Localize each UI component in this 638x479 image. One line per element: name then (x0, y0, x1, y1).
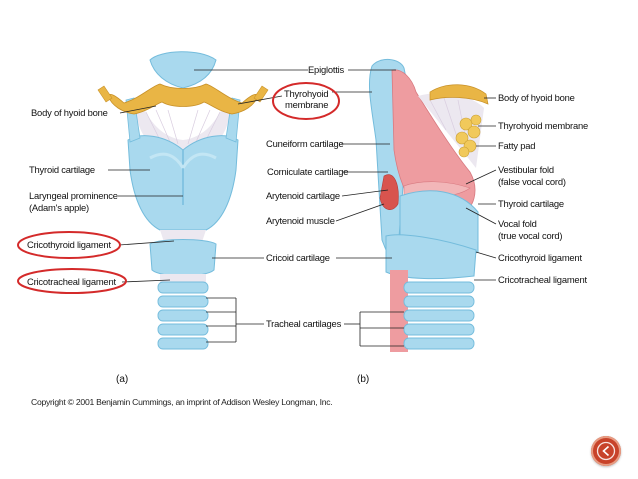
label-thyrohyoid-membrane-b: Thyrohyoid membrane (498, 120, 588, 131)
label-thyrohyoid-membrane-line1: Thyrohyoid (284, 88, 329, 99)
label-laryngeal-prominence-line2: (Adam's apple) (29, 202, 89, 213)
label-cricotracheal-ligament-b: Cricotracheal ligament (498, 274, 587, 285)
panel-b-larynx (368, 59, 489, 352)
label-corniculate-cartilage: Corniculate cartilage (267, 166, 349, 177)
label-cricotracheal-ligament-a: Cricotracheal ligament (27, 276, 116, 287)
label-arytenoid-muscle: Arytenoid muscle (266, 215, 335, 226)
label-tracheal-cartilages: Tracheal cartilages (266, 318, 342, 329)
label-laryngeal-prominence-line1: Laryngeal prominence (29, 190, 118, 201)
label-thyroid-cartilage-a: Thyroid cartilage (29, 164, 95, 175)
label-body-of-hyoid-bone-b: Body of hyoid bone (498, 92, 575, 103)
previous-slide-button[interactable] (591, 436, 621, 466)
label-vestibular-fold-line1: Vestibular fold (498, 164, 554, 175)
label-vestibular-fold-line2: (false vocal cord) (498, 176, 566, 187)
label-cricothyroid-ligament-b: Cricothyroid ligament (498, 252, 582, 263)
panel-a-caption: (a) (116, 374, 129, 385)
copyright-text: Copyright © 2001 Benjamin Cummings, an i… (31, 397, 333, 407)
leader-lines (108, 69, 497, 347)
label-cricothyroid-ligament-a: Cricothyroid ligament (27, 239, 111, 250)
label-epiglottis: Epiglottis (308, 64, 345, 75)
label-vocal-fold-line1: Vocal fold (498, 218, 537, 229)
label-cricoid-cartilage: Cricoid cartilage (266, 252, 330, 263)
label-thyrohyoid-membrane-line2: membrane (285, 99, 329, 110)
arrow-left-icon (596, 441, 616, 461)
panel-a-larynx (97, 51, 269, 350)
panel-b-caption: (b) (357, 374, 370, 385)
label-arytenoid-cartilage: Arytenoid cartilage (266, 190, 340, 201)
highlight-circles (17, 82, 340, 294)
label-thyroid-cartilage-b: Thyroid cartilage (498, 198, 564, 209)
label-body-of-hyoid-bone-a: Body of hyoid bone (31, 107, 108, 118)
label-vocal-fold-line2: (true vocal cord) (498, 230, 563, 241)
label-cuneiform-cartilage: Cuneiform cartilage (266, 138, 344, 149)
label-fatty-pad: Fatty pad (498, 140, 536, 151)
